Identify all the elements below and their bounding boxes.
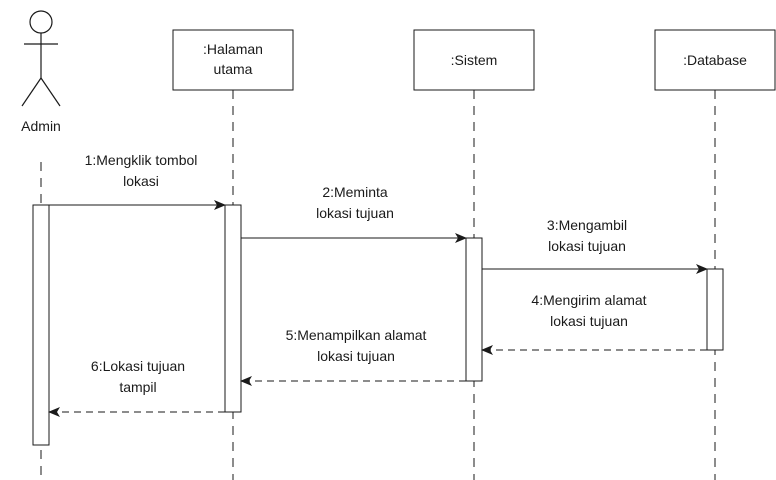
activation-bar-sistem: [465, 237, 483, 382]
message-label-5-line1: 5:Menampilkan alamat: [286, 327, 427, 343]
participant-label-halaman-utama-line2: utama: [214, 61, 253, 77]
message-label-1-line2: lokasi: [123, 173, 159, 189]
activation-bar-database: [706, 268, 724, 351]
activation-bar-halaman-utama: [224, 204, 242, 413]
participant-box-database: [654, 29, 776, 91]
message-label-3-line2: lokasi tujuan: [548, 238, 626, 254]
participant-label-sistem: :Sistem: [451, 52, 498, 68]
message-label-5-line2: lokasi tujuan: [317, 348, 395, 364]
message-label-2-line1: 2:Meminta: [322, 184, 388, 200]
message-label-6-line2: tampil: [119, 379, 156, 395]
actor-label: Admin: [21, 118, 61, 134]
participant-box-sistem: [413, 29, 535, 91]
activation-bar-admin: [32, 204, 50, 446]
message-label-4-line1: 4:Mengirim alamat: [531, 292, 646, 308]
message-label-2-line2: lokasi tujuan: [316, 205, 394, 221]
message-label-4-line2: lokasi tujuan: [550, 313, 628, 329]
actor-figure-icon: [21, 10, 61, 107]
participant-label-halaman-utama-line1: :Halaman: [203, 41, 263, 57]
participant-label-database: :Database: [683, 52, 747, 68]
message-label-3-line1: 3:Mengambil: [547, 217, 627, 233]
participant-box-halaman-utama: [172, 29, 294, 91]
message-label-6-line1: 6:Lokasi tujuan: [91, 358, 185, 374]
message-label-1-line1: 1:Mengklik tombol: [85, 152, 198, 168]
